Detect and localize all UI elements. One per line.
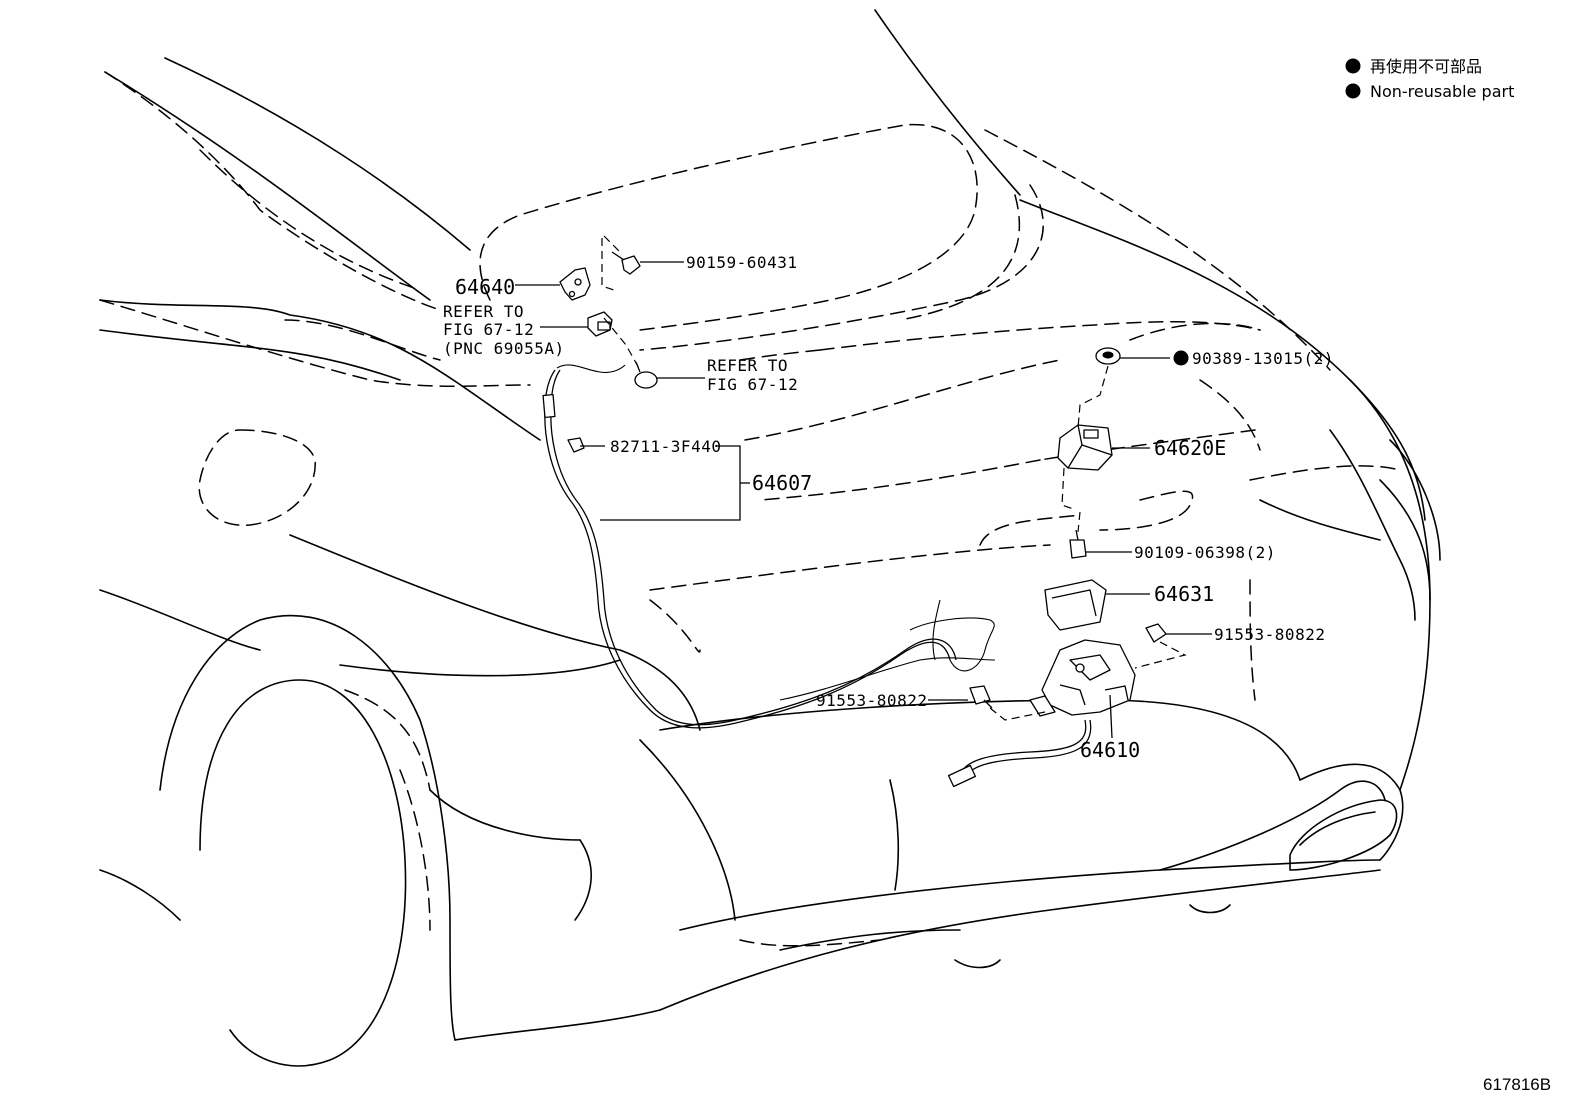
label-64610: 64610 [1080, 738, 1140, 762]
label-90109: 90109-06398(2) [1134, 543, 1276, 562]
part-90389-grommet [1095, 347, 1121, 365]
legend-label-jp: 再使用不可部品 [1370, 57, 1482, 76]
assembly-lines [601, 235, 1187, 721]
part-91553-bolt-left [969, 685, 993, 709]
leader-lines [515, 261, 1212, 739]
label-91553-right: 91553-80822 [1214, 625, 1325, 644]
part-82711-clamp [567, 437, 585, 453]
part-90159-bolt [611, 251, 641, 275]
vehicle-outline [99, 9, 1441, 1067]
part-64631-cover [1044, 579, 1107, 631]
legend-bullet-icon [1345, 58, 1361, 74]
label-64631: 64631 [1154, 582, 1214, 606]
cable-end-fitting [587, 311, 613, 337]
label-90389: 90389-13015(2) [1192, 349, 1334, 368]
label-64640: 64640 [455, 275, 515, 299]
label-refer1-line3: (PNC 69055A) [443, 339, 565, 358]
label-64607: 64607 [752, 471, 812, 495]
label-64620e: 64620E [1154, 436, 1226, 460]
non-reusable-marker [1173, 350, 1189, 366]
part-64610-lock [1029, 639, 1136, 717]
callout-labels: 64640 REFER TO FIG 67-12 (PNC 69055A) 90… [443, 253, 1334, 762]
legend-bullet-icon [1345, 83, 1361, 99]
label-refer2-line1: REFER TO [707, 356, 788, 375]
label-91553-left: 91553-80822 [816, 691, 927, 710]
label-refer2-line2: FIG 67-12 [707, 375, 798, 394]
label-refer1-line1: REFER TO [443, 302, 524, 321]
release-cable-64607 [542, 364, 996, 729]
part-91553-bolt-right [1145, 623, 1167, 643]
legend: 再使用不可部品 Non-reusable part [1345, 57, 1514, 101]
lock-harness [947, 719, 1092, 788]
drawing-code: 617816B [1483, 1075, 1551, 1094]
legend-label-en: Non-reusable part [1370, 82, 1514, 101]
label-82711: 82711-3F440 [610, 437, 721, 456]
label-refer1-line2: FIG 67-12 [443, 320, 534, 339]
part-64620e-motor [1057, 424, 1113, 471]
label-90159: 90159-60431 [686, 253, 797, 272]
part-64640-bracket [559, 267, 591, 301]
part-90109-screw [1069, 529, 1087, 559]
